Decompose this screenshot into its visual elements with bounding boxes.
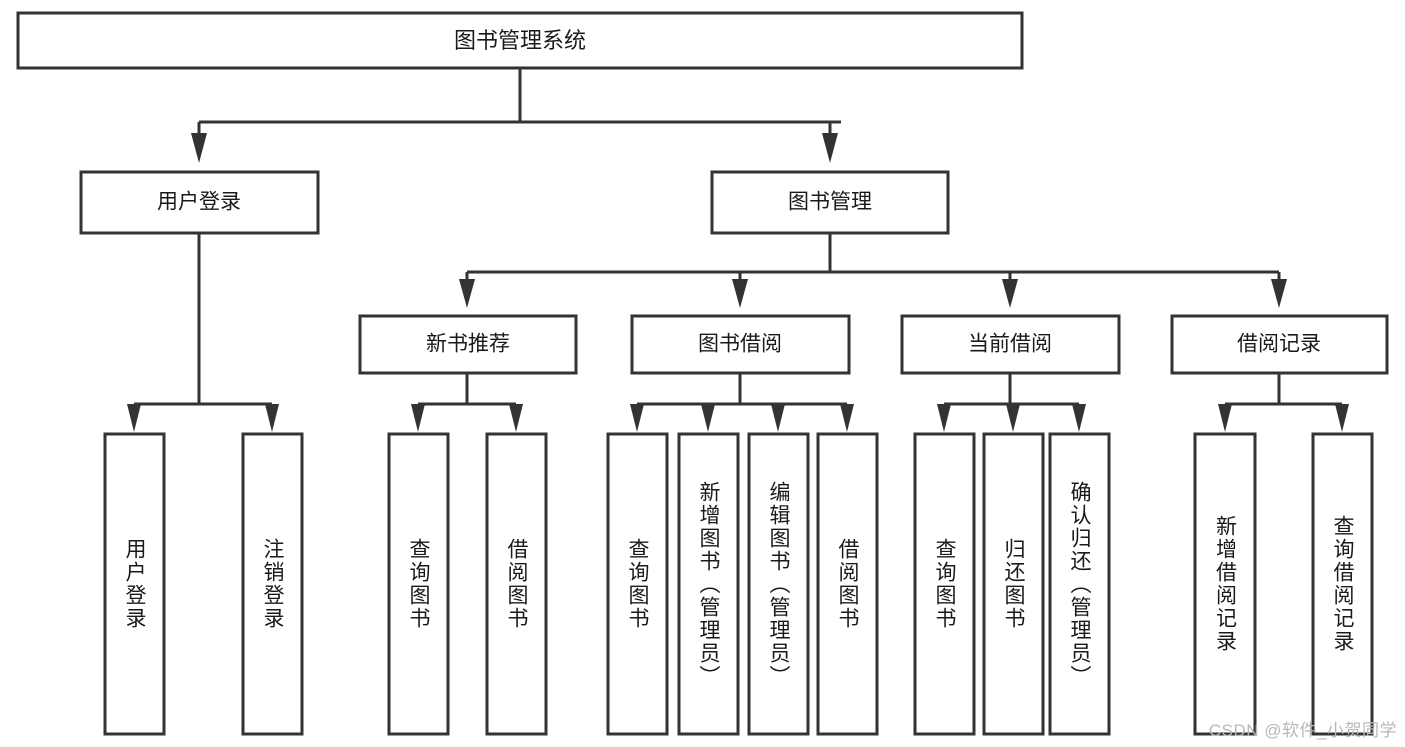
leaf-box-logout[interactable] (241, 432, 304, 736)
arrow-head-leaf-edit-book (771, 404, 785, 432)
current-borrow-box[interactable] (900, 314, 1121, 375)
new-book-recommend-label: 新书推荐 (426, 333, 510, 356)
arrow-head-leaf-query-book-1 (411, 404, 425, 432)
arrow-head-newbook (459, 279, 475, 308)
arrow-head-leaf-confirm-return (1072, 404, 1086, 432)
edge-group-borrow-to-leaves (630, 373, 854, 432)
edge-group-record-to-leaves (1218, 373, 1349, 432)
arrow-head-leaf-query-book-3 (937, 404, 951, 432)
edge-group-userlogin-to-leaves (127, 233, 279, 432)
arrow-head-book-mgmt (822, 133, 838, 163)
leaf-box-add-record[interactable] (1193, 432, 1257, 736)
edge-group-bookmgmt-to-level3 (459, 233, 1287, 308)
leaf-box-query-book-1[interactable] (387, 432, 450, 736)
current-borrow-label: 当前借阅 (968, 333, 1052, 356)
arrow-head-leaf-borrow-book-1 (509, 404, 523, 432)
node-user-login[interactable]: 用户登录 (79, 170, 320, 235)
edge-group-newbook-to-leaves (411, 373, 523, 432)
arrow-head-leaf-add-record (1218, 404, 1232, 432)
arrow-head-current (1002, 279, 1018, 308)
leaf-box-add-book[interactable] (677, 432, 740, 736)
book-management-box[interactable] (710, 170, 950, 235)
leaf-box-query-book-2[interactable] (606, 432, 669, 736)
leaf-box-query-book-3[interactable] (913, 432, 976, 736)
node-current-borrow[interactable]: 当前借阅 (900, 314, 1121, 375)
new-book-recommend-box[interactable] (358, 314, 578, 375)
arrow-head-leaf-query-record (1335, 404, 1349, 432)
leaf-box-confirm-return[interactable] (1048, 432, 1111, 736)
arrow-head-leaf-query-book-2 (630, 404, 644, 432)
leaf-box-edit-book[interactable] (747, 432, 810, 736)
node-borrow-record[interactable]: 借阅记录 (1170, 314, 1389, 375)
arrow-head-leaf-return-book (1006, 404, 1020, 432)
arrow-head-leaf-user-login (127, 404, 141, 432)
arrow-head-record (1271, 279, 1287, 308)
arrow-head-leaf-logout (265, 404, 279, 432)
borrow-record-box[interactable] (1170, 314, 1389, 375)
leaf-box-return-book[interactable] (982, 432, 1045, 736)
user-login-label: 用户登录 (157, 191, 241, 214)
node-root-system[interactable]: 图书管理系统 (16, 11, 1024, 70)
leaf-box-borrow-book-2[interactable] (816, 432, 879, 736)
borrow-record-label: 借阅记录 (1237, 333, 1321, 356)
edge-group-root-to-level2 (191, 68, 841, 163)
root-box[interactable] (16, 11, 1024, 70)
arrow-head-user-login (191, 133, 207, 163)
book-borrow-label: 图书借阅 (698, 333, 782, 356)
node-book-borrow[interactable]: 图书借阅 (630, 314, 851, 375)
book-management-label: 图书管理 (788, 191, 872, 214)
arrow-head-borrow (732, 279, 748, 308)
node-book-management[interactable]: 图书管理 (710, 170, 950, 235)
arrow-head-leaf-borrow-book-2 (840, 404, 854, 432)
edge-group-current-to-leaves (937, 373, 1086, 432)
user-login-box[interactable] (79, 170, 320, 235)
root-label: 图书管理系统 (454, 28, 586, 53)
leaf-box-user-login[interactable] (103, 432, 166, 736)
arrow-head-leaf-add-book (701, 404, 715, 432)
leaf-box-query-record[interactable] (1311, 432, 1374, 736)
leaf-box-borrow-book-1[interactable] (485, 432, 548, 736)
node-new-book-recommend[interactable]: 新书推荐 (358, 314, 578, 375)
csdn-watermark: CSDN @软件_小贺同学 (1208, 721, 1397, 740)
book-borrow-box[interactable] (630, 314, 851, 375)
